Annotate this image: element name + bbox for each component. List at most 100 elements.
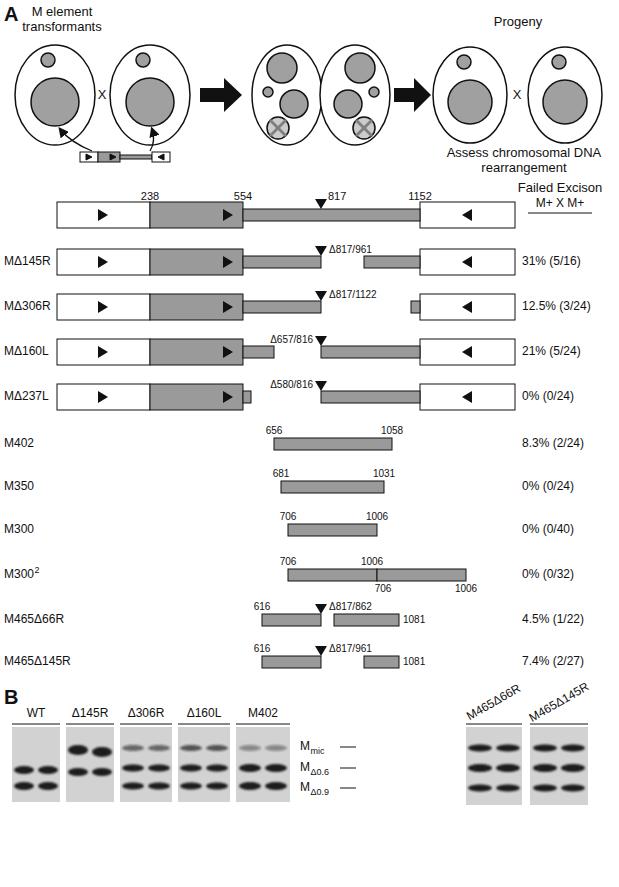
repeat-triangle [462,256,472,268]
gel-background [466,727,522,805]
cross-symbol: X [98,88,107,103]
repeat-triangle [98,346,108,358]
repeat-triangle [462,301,472,313]
band-leader [340,788,356,789]
conjugating-cells [252,45,322,145]
position-number: 238 [141,190,159,203]
percentage-value: 0% (0/32) [522,568,574,582]
cell [528,47,602,143]
percentage-value: 4.5% (1/22) [522,613,584,627]
lane-label: Δ160L [187,707,222,721]
conjugating-cells [345,53,375,83]
flanking-box [420,249,515,275]
gel-band [122,745,144,751]
position-number: 1006 [455,583,477,595]
gel-band [533,745,557,752]
sequence-bar [243,391,251,403]
gel-band [561,785,585,792]
cell [457,55,471,69]
construct-symbol [80,152,98,162]
percentage-value: 8.3% (2/24) [522,437,584,451]
gel-panel: M465Δ145R [530,727,588,805]
gel-band [38,782,58,790]
cell [110,45,190,145]
gel-band [533,785,557,792]
conjugating-cells [320,45,390,145]
header-underline [528,213,592,214]
repeat-triangle [462,391,472,403]
deletion-label: Δ817/961 [329,244,372,256]
gel-background [66,727,114,802]
repeat-triangle [223,391,233,403]
gel-band [38,766,58,774]
gel-band [14,745,585,792]
construct-name: MΔ160L [4,345,49,359]
position-number: 706 [280,556,297,568]
lane-underline [12,724,588,725]
gel-band [68,745,88,755]
site-marker [315,604,327,614]
sequence-bar [288,524,377,536]
repeat-triangle [462,209,472,221]
construct-name: MΔ237L [4,390,49,404]
sequence-bar [411,301,420,313]
gel-band [122,783,144,790]
header-underline [528,213,592,214]
gel-band [206,745,228,751]
site-marker [315,199,327,209]
site-marker [315,246,327,256]
repeat-triangle [98,209,108,221]
gel-band [561,764,585,772]
column-header: Failed Excison [518,181,603,196]
lane-label: M465Δ145R [527,680,592,725]
position-number: 1006 [361,556,383,568]
position-number: 616 [254,643,271,655]
cell [15,45,95,145]
gel-band [14,782,34,790]
band-label: M [300,740,310,754]
process-arrow [394,78,431,112]
flanking-box [57,384,150,410]
flanking-box [420,294,515,320]
subscript: Δ0.6 [311,767,330,777]
cell [136,53,150,67]
construct-name: MΔ306R [4,300,51,314]
repeat-triangle [98,301,108,313]
injection-arrow [60,129,154,151]
cell [41,53,55,67]
element-box [150,294,243,320]
construct-name: M465Δ145R [4,655,71,669]
element-box [150,202,243,228]
construct-symbol [86,154,92,160]
flanking-box [57,249,150,275]
position-number: 706 [375,583,392,595]
lane-underline [12,724,60,725]
gel-band [239,764,261,772]
sequence-bar [334,614,399,626]
caption-text: Progeny [494,15,542,30]
flanking-box [420,384,515,410]
gel-band [533,764,557,772]
lane-underline [178,724,230,725]
panel-letter: A [4,3,18,26]
repeat-triangle [462,346,472,358]
gel-band [122,765,144,772]
conjugating-cells [280,90,308,118]
element-box [150,384,243,410]
repeat-triangle [98,391,108,403]
lane-underline [466,724,522,725]
sequence-bar [243,346,274,358]
conjugating-cells [267,53,297,83]
flanking-box [57,294,150,320]
gel-band [468,745,492,752]
band-leader [340,768,356,769]
flanking-box [57,339,150,365]
gel-panel: Δ306R [120,727,172,802]
lane-underline [66,724,114,725]
position-number: 681 [273,468,290,480]
superscript: 2 [35,565,40,575]
sequence-bar [243,209,466,668]
gel-band [468,764,492,772]
position-number: 1152 [408,190,432,203]
